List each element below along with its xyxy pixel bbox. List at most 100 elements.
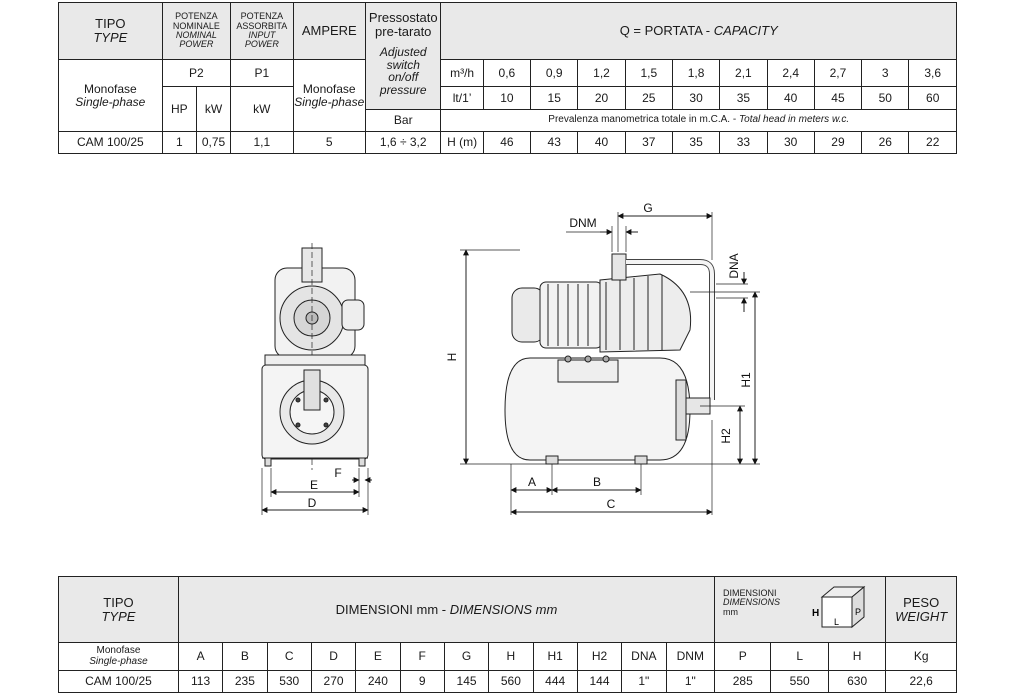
model2-name: CAM 100/25 — [58, 670, 179, 693]
head-value: 29 — [813, 131, 863, 154]
tipo2-header: TIPO TYPE — [58, 576, 179, 643]
dim-dnm-label: DNM — [569, 216, 596, 230]
monofase-label: Monofase — [83, 81, 137, 96]
dim-value: 22,6 — [885, 670, 957, 693]
capacity-label: CAPACITY — [713, 23, 778, 39]
p1-value: 1,1 — [230, 131, 294, 154]
kw-header: kW — [195, 86, 232, 132]
front-view — [261, 243, 372, 515]
head-value: 33 — [719, 131, 768, 154]
tipo2-label: TIPO — [103, 594, 134, 610]
total-head-label: Total head in meters w.c. — [738, 114, 850, 126]
potenza2-line: POTENZA — [240, 11, 284, 22]
dim-h1-label: H1 — [739, 372, 753, 388]
motor-fan-cover — [511, 287, 545, 343]
capacity-header: Q = PORTATA - CAPACITY — [440, 2, 957, 60]
dimensioni-small: DIMENSIONI — [723, 588, 777, 598]
head-value: 37 — [624, 131, 673, 154]
col-header: F — [399, 642, 445, 671]
outlet-pipe — [303, 369, 321, 411]
switch-line: switch — [386, 57, 420, 72]
box-l-label: L — [834, 617, 839, 627]
unit-m3h: m³/h — [440, 59, 484, 87]
lt-value: 50 — [861, 86, 910, 110]
dimensions-header: DIMENSIONI mm - DIMENSIONS mm — [177, 576, 716, 643]
ampere-header: AMPERE — [292, 2, 367, 60]
monofase-cell: Monofase Single-phase — [58, 59, 163, 132]
col-header: B — [222, 642, 268, 671]
pretarato-line: pre-tarato — [375, 23, 432, 39]
pressure-line: pressure — [379, 83, 427, 98]
col-header: H — [827, 642, 887, 671]
prevalenza-label: Prevalenza manometrica totale in m.C.A. … — [548, 114, 739, 126]
col-header: Kg — [885, 642, 957, 671]
col-header: A — [177, 642, 224, 671]
type2-label: TYPE — [101, 608, 136, 624]
dim-value: 550 — [770, 670, 829, 693]
assorbita-line: ASSORBITA — [236, 20, 288, 31]
single-phase2-label: Single-phase — [294, 94, 365, 109]
tipo-header: TIPO TYPE — [58, 2, 163, 60]
peso-label: PESO — [903, 594, 940, 610]
input-line: INPUT — [248, 30, 276, 40]
head-value: 26 — [861, 131, 910, 154]
col-header: G — [443, 642, 490, 671]
dim-value: 630 — [827, 670, 887, 693]
dim-value: 9 — [399, 670, 445, 693]
single-phase3-label: Single-phase — [89, 655, 148, 667]
type-label: TYPE — [93, 30, 128, 45]
dimensioni-label: DIMENSIONI mm - — [335, 601, 450, 617]
nominal-line: NOMINAL — [175, 30, 217, 40]
head-value: 40 — [577, 131, 626, 154]
nominale-line: NOMINALE — [172, 20, 220, 31]
dim-b-label: B — [593, 475, 601, 489]
col-header: E — [355, 642, 401, 671]
dim-e-label: E — [310, 478, 318, 492]
unit-h: H (m) — [440, 131, 484, 154]
dim-value: 530 — [266, 670, 312, 693]
unit-lt: lt/1’ — [440, 86, 484, 110]
adjusted-line: Adjusted — [379, 45, 427, 60]
p1-header: P1 — [230, 59, 294, 87]
m3h-value: 1,2 — [577, 59, 626, 87]
dim-value: 240 — [355, 670, 401, 693]
dim-value: 113 — [177, 670, 224, 693]
weight-label: WEIGHT — [895, 608, 948, 624]
dim-value: 145 — [443, 670, 490, 693]
pump-bracket — [557, 359, 619, 383]
col-header: L — [770, 642, 829, 671]
motor-body — [539, 281, 603, 349]
dim-g-label: G — [643, 201, 652, 215]
dim-h2-label: H2 — [719, 428, 733, 444]
nominal-power-header: POTENZA NOMINALE NOMINAL POWER — [161, 2, 232, 60]
tipo-label: TIPO — [95, 16, 126, 32]
lt-value: 10 — [482, 86, 532, 110]
weight-header: PESO WEIGHT — [885, 576, 957, 643]
dimensions-small: DIMENSIONS — [723, 597, 781, 608]
lt-value: 35 — [719, 86, 768, 110]
col-header: DNA — [621, 642, 667, 671]
col-header: C — [266, 642, 312, 671]
monofase2-label: Monofase — [302, 81, 356, 96]
pressure-value: 1,6 ÷ 3,2 — [364, 131, 442, 154]
col-header: H — [488, 642, 534, 671]
pump-body — [599, 273, 692, 353]
dim-h-label: H — [445, 353, 459, 362]
box-icon: H L P — [812, 585, 866, 629]
switch-box — [341, 299, 365, 331]
dimensions-table: TIPO TYPE DIMENSIONI mm - DIMENSIONS mm … — [58, 576, 957, 693]
col-header: P — [714, 642, 772, 671]
kw-value: 0,75 — [195, 131, 232, 154]
pressostato-line: Pressostato — [368, 10, 438, 25]
dim-c-label: C — [607, 497, 616, 511]
single-phase-label: Single-phase — [75, 94, 146, 109]
m3h-value: 3,6 — [908, 59, 957, 87]
model-name: CAM 100/25 — [58, 131, 163, 154]
monofase2-cell: Monofase Single-phase — [292, 59, 367, 132]
portata-label: Q = PORTATA - — [619, 23, 714, 39]
m3h-value: 0,9 — [530, 59, 579, 87]
p2-header: P2 — [161, 59, 232, 87]
box-p-label: P — [855, 607, 861, 617]
ampere-value: 5 — [292, 131, 367, 154]
head-value: 30 — [766, 131, 815, 154]
